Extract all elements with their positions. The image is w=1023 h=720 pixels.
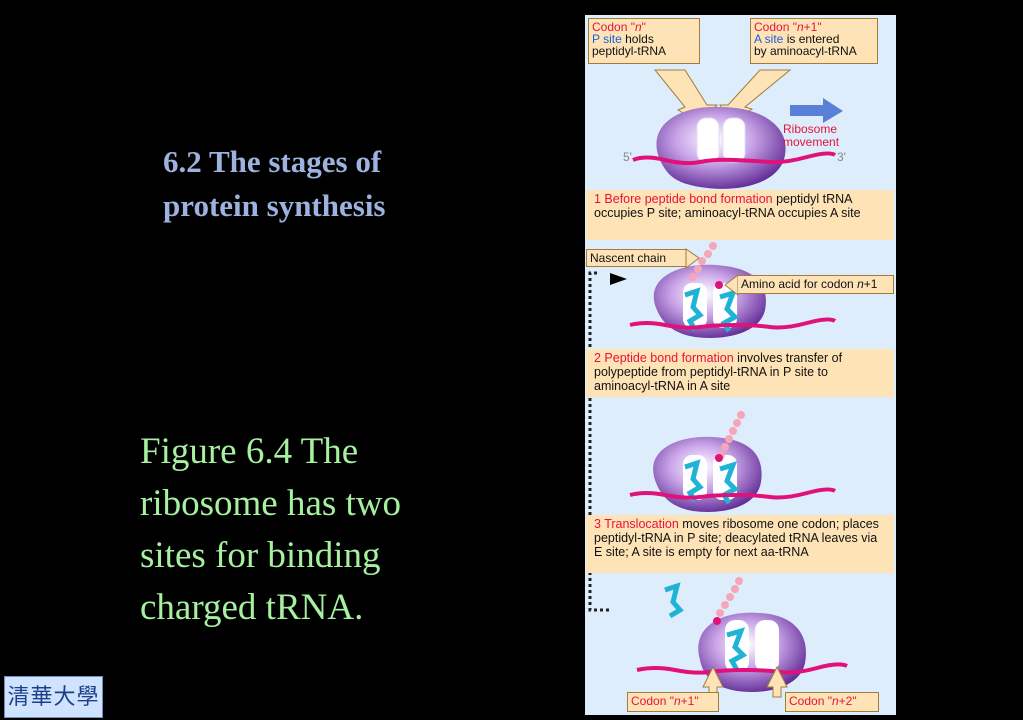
slide-title: 6.2 The stages of protein synthesis bbox=[163, 140, 463, 228]
university-logo: 清華大學 bbox=[4, 676, 103, 718]
mrna-3 bbox=[629, 487, 837, 500]
bottom-codon-1-a: Codon " bbox=[631, 694, 674, 708]
step-1-text: 1 Before peptide bond formation peptidyl… bbox=[586, 190, 894, 240]
step-3-rest: moves ribosome one codon; places peptidy… bbox=[594, 517, 879, 559]
codon-n1-line1a: Codon " bbox=[754, 20, 797, 34]
caption-line-1: Figure 6.4 The bbox=[140, 431, 359, 472]
five-prime-label: 5' bbox=[623, 150, 632, 164]
amino-acid-label: Amino acid for codon n+1 bbox=[738, 275, 894, 294]
peptide-beads-4 bbox=[716, 577, 743, 617]
slide-title-line-2: protein synthesis bbox=[163, 188, 386, 223]
caption-line-4: charged tRNA. bbox=[140, 587, 364, 628]
bottom-codon-n1: Codon "n+1" bbox=[627, 692, 719, 712]
figure-caption: Figure 6.4 The ribosome has two sites fo… bbox=[140, 426, 470, 634]
codon-n-italic: n bbox=[634, 20, 642, 34]
amino-acid-label-b: +1 bbox=[863, 277, 878, 291]
step-2-text: 2 Peptide bond formation involves transf… bbox=[586, 349, 894, 397]
bottom-codon-2-b: +2" bbox=[838, 694, 857, 708]
p-site-label: P site bbox=[592, 32, 622, 46]
dotted-connector bbox=[588, 271, 610, 612]
step-3-text: 3 Translocation moves ribosome one codon… bbox=[586, 515, 894, 573]
amino-acid-label-a: Amino acid for codon bbox=[741, 277, 858, 291]
nascent-chain-label: Nascent chain bbox=[586, 249, 686, 267]
bottom-codon-1-b: +1" bbox=[680, 694, 699, 708]
step-2-rest: involves transfer of polypeptide from pe… bbox=[594, 351, 843, 393]
figure-drawing bbox=[588, 69, 848, 698]
caption-line-2: ribosome has two bbox=[140, 483, 402, 524]
codon-n1-line3: by aminoacyl-tRNA bbox=[754, 44, 857, 58]
codon-n1-box: Codon "n+1" A site is entered by aminoac… bbox=[750, 18, 878, 64]
ribosome-1 bbox=[656, 106, 786, 189]
step-2-highlight: 2 Peptide bond formation bbox=[594, 351, 734, 365]
movement-label-1: Ribosome bbox=[783, 122, 838, 136]
a-site-label: A site bbox=[754, 32, 784, 46]
bottom-codon-n2: Codon "n+2" bbox=[785, 692, 879, 712]
peptide-dot-3 bbox=[715, 454, 723, 462]
codon-n-box: Codon "n" P site holds peptidyl-tRNA bbox=[588, 18, 700, 64]
p-site-rest: holds bbox=[621, 32, 654, 46]
peptide-dot-4 bbox=[713, 617, 721, 625]
step-3-highlight: 3 Translocation bbox=[594, 517, 679, 531]
bottom-codon-2-n: n bbox=[831, 694, 839, 708]
movement-label-2: movement bbox=[783, 135, 840, 149]
mrna-2 bbox=[629, 317, 837, 330]
a-site-rest: is entered bbox=[783, 32, 840, 46]
released-trna bbox=[664, 582, 684, 619]
codon-n-line1a: Codon " bbox=[592, 20, 635, 34]
codon-n-line3: peptidyl-tRNA bbox=[592, 44, 667, 58]
codon-n1-line1b: +1" bbox=[803, 20, 822, 34]
connector-arrowhead bbox=[610, 273, 627, 285]
peptide-beads-3 bbox=[717, 411, 745, 459]
amino-acid-label-n: n bbox=[857, 277, 864, 291]
amino-acid-dot bbox=[715, 281, 723, 289]
slide-title-line-1: 6.2 The stages of bbox=[163, 144, 382, 179]
step-1-rest: peptidyl tRNA occupies P site; aminoacyl… bbox=[594, 192, 861, 220]
caption-line-3: sites for binding bbox=[140, 535, 381, 576]
bottom-codon-1-n: n bbox=[673, 694, 681, 708]
codon-n2-bottom-arrow bbox=[766, 665, 788, 698]
step-1-highlight: 1 Before peptide bond formation bbox=[594, 192, 773, 206]
ribosome-figure: Codon "n" P site holds peptidyl-tRNA Cod… bbox=[585, 15, 896, 715]
mrna-4 bbox=[636, 662, 848, 675]
bottom-codon-2-a: Codon " bbox=[789, 694, 832, 708]
codon-n1-italic: n bbox=[796, 20, 804, 34]
ribosome-3 bbox=[653, 436, 762, 512]
mrna-1 bbox=[632, 151, 837, 166]
codon-n-line1b: " bbox=[641, 20, 646, 34]
movement-arrow bbox=[790, 98, 843, 123]
three-prime-label: 3' bbox=[837, 150, 846, 164]
